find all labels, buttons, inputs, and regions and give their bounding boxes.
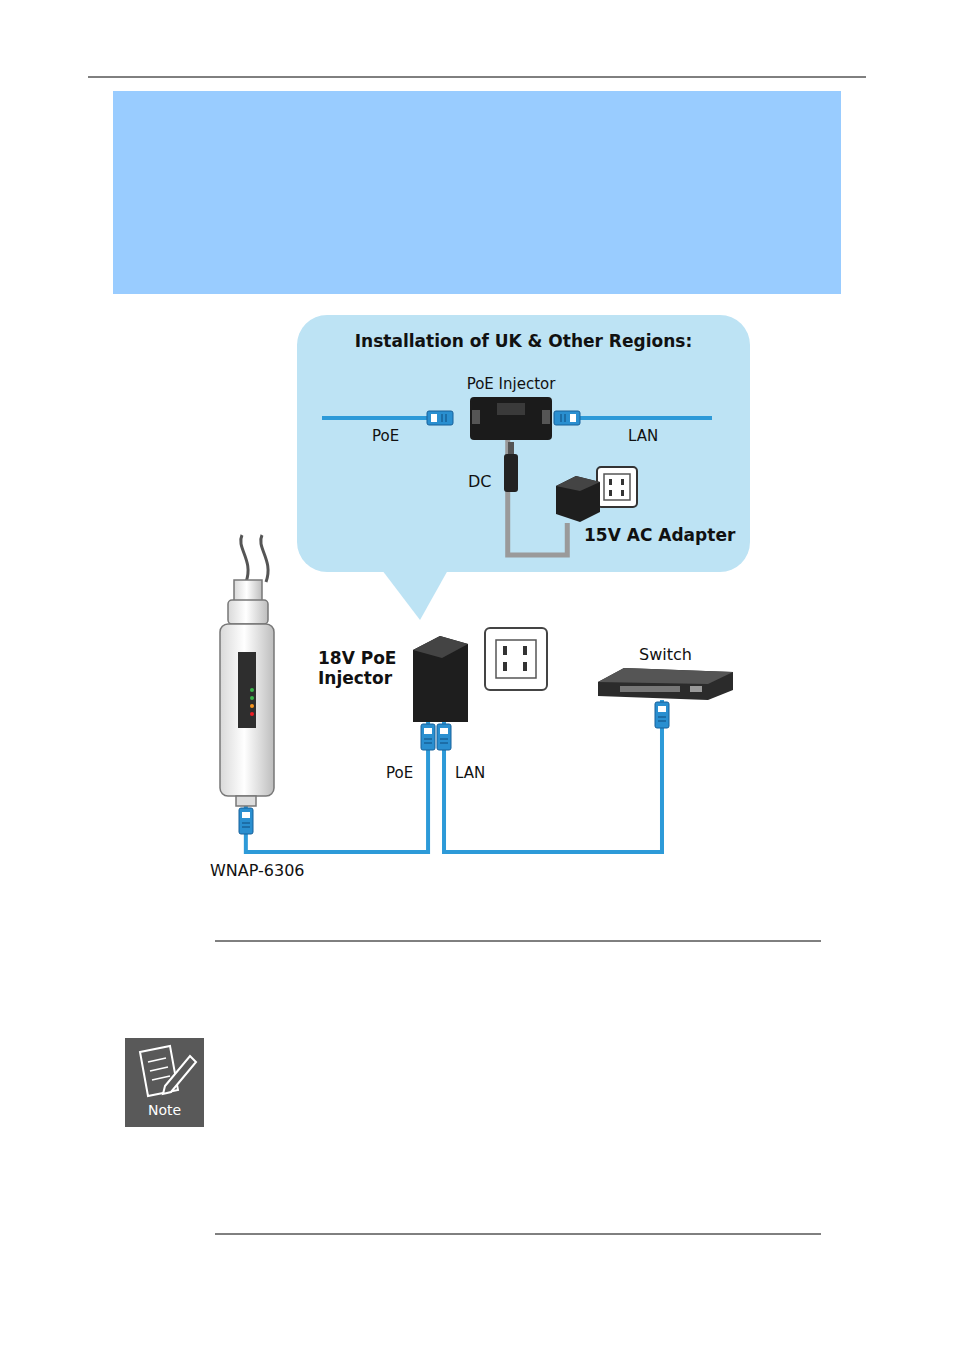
callout-bubble: PoE Injector15V AC AdapterInstallation o… [297,315,750,572]
note-pencil [163,1056,196,1094]
lan-wire [565,416,712,420]
node-label: 18V PoE Injector [318,648,404,689]
node-label: Note [125,1102,204,1119]
rj45-plug [239,808,253,834]
callout-tail [382,570,448,620]
cable-label: PoE [386,764,413,782]
ac-adapter: 15V AC Adapter [553,466,637,523]
callout-bubble [297,315,750,572]
node-label: Switch [639,645,692,664]
header-rule [88,77,866,78]
poe-injector: PoE Injector [470,397,552,440]
switch-ports [690,686,702,692]
outlet-slot [621,490,624,496]
port-label: LAN [628,427,658,445]
banner [113,91,841,294]
note-icon [125,1038,204,1127]
led-strip [238,652,256,728]
poe-injector-box [470,397,552,440]
injector-top [413,636,468,658]
cable-label: LAN [455,764,485,782]
wall-outlet [597,467,637,507]
switch-top [598,668,733,684]
rj45-plug [655,702,669,728]
cable-outline [261,535,268,582]
wall-outlet [485,628,547,690]
note-icon: Note [125,1038,204,1127]
cable [444,700,662,852]
poe-wire [322,416,432,420]
injector-label-plate [497,403,525,415]
ac-adapter [556,476,600,522]
ac-adapter-top [556,476,600,491]
device-port [236,796,256,806]
node-label: 15V AC Adapter [584,525,735,545]
switch-body [598,668,733,700]
access-point: WNAP-6306 [218,580,276,798]
antenna-connector [234,580,262,602]
dc-plug [504,454,518,492]
note-rule [215,941,821,942]
outlet-plate [604,474,630,500]
network-switch: Switch [598,666,733,700]
cable-label: DC [468,472,492,491]
poe-injector-18v [413,636,468,722]
note-rule [215,1234,821,1235]
switch-ports [620,686,680,692]
device-body [220,624,274,796]
dc-plug-tip [508,442,514,454]
port-label: PoE [372,427,399,445]
node-label: PoE Injector [467,375,556,393]
rj45-plug [421,724,435,750]
rj45-plug [427,411,453,425]
port [542,410,550,424]
rj45-plug [554,411,580,425]
device-cap [228,600,268,624]
node-label: WNAP-6306 [210,861,305,880]
outlet-slot [609,479,612,485]
port [472,410,480,424]
callout-title: Installation of UK & Other Regions: [297,331,750,351]
outlet-slot [621,479,624,485]
outlet-plate [496,640,536,678]
poe-injector-18v: 18V PoE Injector [410,630,550,722]
rj45-plug [437,724,451,750]
outlet-slot [609,490,612,496]
cable-outline [241,535,248,582]
